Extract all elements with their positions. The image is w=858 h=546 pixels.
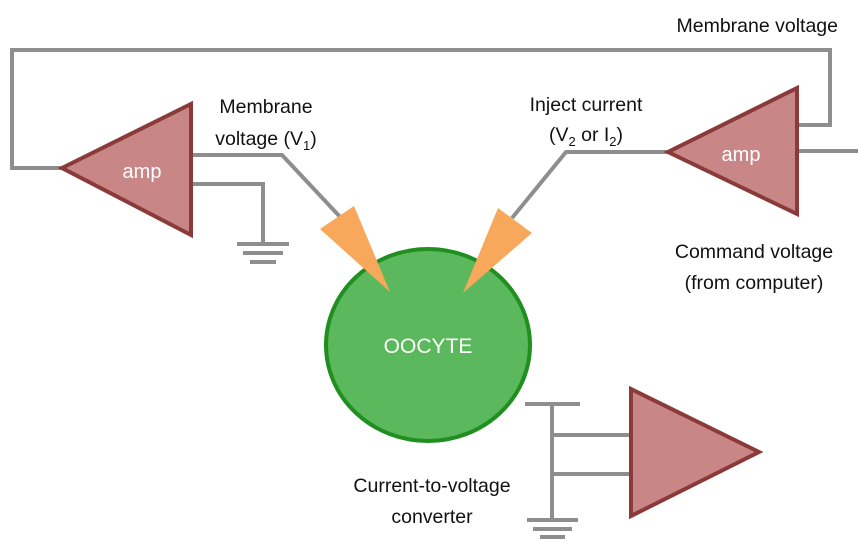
- left-amp-triangle: [57, 100, 193, 239]
- inject-open: (V: [549, 124, 569, 146]
- feedback-wire-path: [10, 48, 832, 170]
- left-amp-label: amp: [123, 161, 162, 183]
- membrane-v1-subscript: 1: [303, 138, 310, 153]
- membrane-v1-label: Membrane voltage (V1): [215, 96, 317, 153]
- converter-label-line1: Current-to-voltage: [353, 475, 510, 497]
- inject-i-subscript: 2: [609, 134, 616, 149]
- inject-current-line1: Inject current: [530, 94, 643, 116]
- inject-current-line2: (V2 or I2): [549, 124, 623, 149]
- membrane-v1-prefix: voltage (V: [215, 128, 303, 150]
- membrane-voltage-feedback-wire: [10, 48, 832, 170]
- inject-mid: or I: [576, 124, 610, 146]
- left-amp-wires: [191, 153, 345, 242]
- converter-label-line2: converter: [391, 506, 473, 528]
- right-amp-label: amp: [722, 144, 761, 166]
- left-ground-symbol: [237, 242, 289, 264]
- membrane-v1-line2: voltage (V1): [215, 128, 317, 153]
- command-voltage-label: Command voltage (from computer): [675, 241, 833, 294]
- v1-sense-wire: [191, 153, 345, 222]
- oocyte-body: [324, 247, 532, 443]
- current-inject-wire: [510, 150, 668, 220]
- inject-v-subscript: 2: [568, 134, 575, 149]
- membrane-v1-line1: Membrane: [219, 96, 312, 118]
- right-amp-wires: [510, 149, 858, 220]
- voltage-electrode: [320, 206, 390, 292]
- oocyte-cell: OOCYTE: [324, 247, 532, 443]
- converter-amp-triangle: [629, 385, 764, 520]
- right-amplifier: amp: [663, 84, 799, 218]
- left-amplifier: amp: [57, 100, 193, 239]
- inject-close: ): [617, 124, 624, 146]
- membrane-voltage-top-label: Membrane voltage: [676, 15, 838, 37]
- command-voltage-line1: Command voltage: [675, 241, 833, 263]
- converter-label: Current-to-voltage converter: [353, 475, 510, 528]
- membrane-v1-suffix: ): [310, 128, 317, 150]
- right-amp-triangle: [663, 84, 799, 218]
- oocyte-label: OOCYTE: [384, 335, 473, 358]
- inject-current-label: Inject current (V2 or I2): [530, 94, 643, 149]
- left-amp-ground-wire: [191, 182, 265, 242]
- current-to-voltage-converter: [525, 385, 764, 539]
- command-voltage-line2: (from computer): [685, 272, 824, 294]
- current-electrode: [463, 208, 532, 293]
